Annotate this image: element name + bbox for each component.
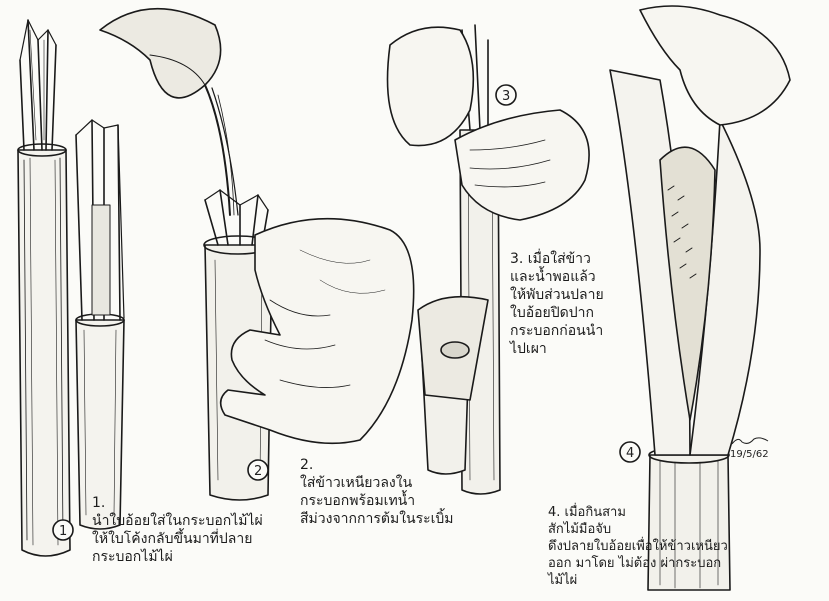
step-marker-2: 2	[254, 464, 262, 479]
caption-step-2-line-3: สีม่วงจากการต้มในระเบิ้ม	[300, 510, 454, 528]
caption-step-2-line-2: กระบอกพร้อมเทน้ำ	[300, 492, 454, 510]
bamboo-tube-1	[18, 20, 73, 556]
caption-step-3-line-4: ใบอ้อยปิดปาก	[510, 304, 604, 322]
caption-step-1: 1. นำใบอ้อยใส่ในกระบอกไม้ไผ่ ให้ใบโค้งกล…	[92, 494, 263, 566]
signature-scribble	[730, 436, 770, 446]
caption-step-2-line-1: ใส่ข้าวเหนียวลงใน	[300, 474, 454, 492]
caption-step-3: 3. เมื่อใส่ข้าว และน้ำพอแล้ว ให้พับส่วนป…	[510, 250, 604, 358]
caption-step-1-number: 1.	[92, 494, 263, 512]
caption-step-3-line-6: ไปเผา	[510, 340, 604, 358]
caption-step-3-line-1: 3. เมื่อใส่ข้าว	[510, 250, 604, 268]
bamboo-tube-1b	[76, 120, 124, 529]
caption-step-4-line-5: ไม้ไผ่	[548, 572, 728, 589]
caption-step-3-line-3: ให้พับส่วนปลาย	[510, 286, 604, 304]
step-marker-3: 3	[502, 89, 510, 104]
step-marker-1: 1	[59, 524, 67, 539]
split-leaves-with-rice	[610, 6, 790, 462]
caption-step-2-number: 2.	[300, 456, 454, 474]
caption-step-4-line-1: 4. เมื่อกินสาม	[548, 504, 728, 521]
signature-date: 19/5/62	[730, 449, 770, 460]
pouring-pot	[100, 9, 238, 215]
caption-step-4: 4. เมื่อกินสาม สักไม้มือจับ ดึงปลายใบอ้อ…	[548, 504, 728, 589]
caption-step-3-line-5: กระบอกก่อนนำ	[510, 322, 604, 340]
caption-step-1-line-3: กระบอกไม้ไผ่	[92, 548, 263, 566]
artist-signature: 19/5/62	[730, 436, 770, 460]
caption-step-4-line-4: ออก มาโดย ไม่ต้อง ผ่ากระบอก	[548, 555, 728, 572]
caption-step-1-line-1: นำใบอ้อยใส่ในกระบอกไม้ไผ่	[92, 512, 263, 530]
step-marker-4: 4	[626, 446, 634, 461]
caption-step-1-line-2: ให้ใบโค้งกลับขึ้นมาที่ปลาย	[92, 530, 263, 548]
caption-step-4-line-3: ดึงปลายใบอ้อยเพื่อให้ข้าวเหนียว	[548, 538, 728, 555]
caption-step-4-line-2: สักไม้มือจับ	[548, 521, 728, 538]
caption-step-3-line-2: และน้ำพอแล้ว	[510, 268, 604, 286]
caption-step-2: 2. ใส่ข้าวเหนียวลงใน กระบอกพร้อมเทน้ำ สี…	[300, 456, 454, 528]
